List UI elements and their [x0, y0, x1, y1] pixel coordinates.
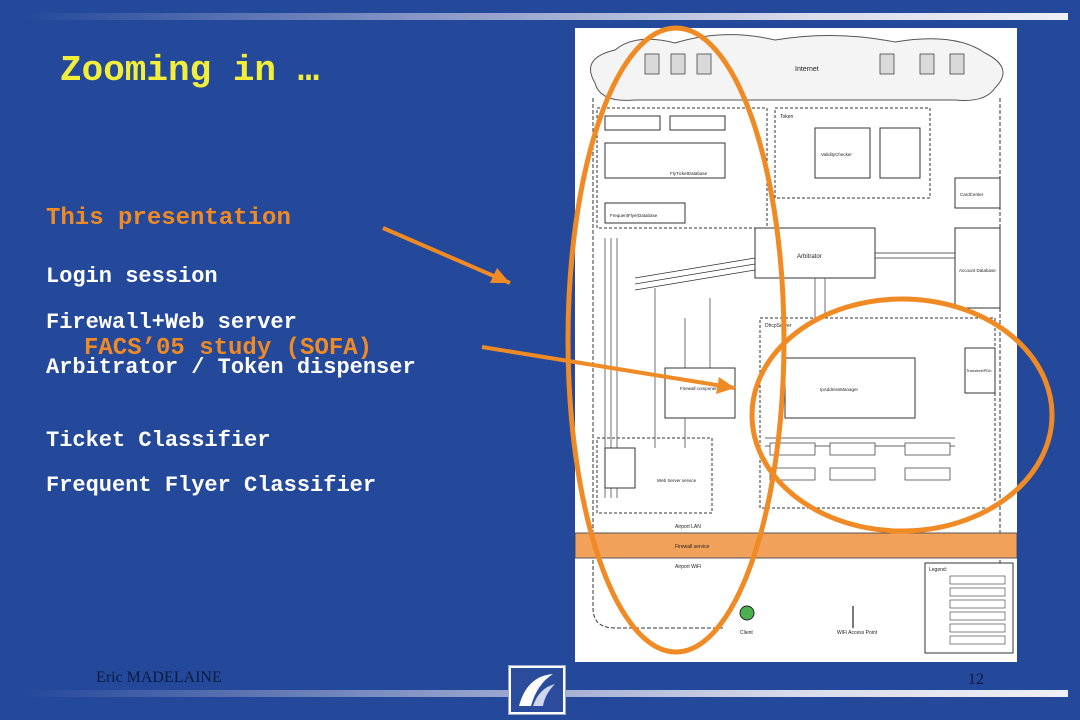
list-item-arbitrator: Arbitrator / Token dispenser — [46, 355, 416, 380]
institution-logo — [508, 665, 566, 715]
server-icons — [644, 53, 965, 75]
svg-text:Firewall service: Firewall service — [675, 544, 710, 550]
svg-text:FlyTicketDatabase: FlyTicketDatabase — [670, 171, 708, 176]
svg-text:IpAddressManager: IpAddressManager — [820, 387, 859, 392]
svg-text:CardCenter: CardCenter — [960, 192, 984, 197]
internet-cloud — [590, 34, 1004, 101]
svg-text:Web Server service: Web Server service — [657, 478, 697, 483]
svg-text:Account Database: Account Database — [959, 268, 996, 273]
arrow-facs — [481, 345, 736, 390]
client-icon — [739, 605, 755, 621]
svg-text:ValidityChecker: ValidityChecker — [821, 152, 852, 157]
footer-author: Eric MADELAINE — [96, 669, 222, 686]
slide-title: Zooming in … — [60, 50, 320, 91]
svg-text:Client: Client — [740, 630, 753, 636]
svg-text:Airport WiFi: Airport WiFi — [675, 564, 701, 570]
top-decor-bar — [22, 13, 1068, 20]
svg-text:Token: Token — [780, 114, 794, 120]
highlight-ellipse-right — [749, 296, 1055, 534]
list-item-firewall: Firewall+Web server — [46, 310, 297, 335]
svg-text:Arbitrator: Arbitrator — [797, 254, 822, 260]
svg-text:FrequentFlyerDatabase: FrequentFlyerDatabase — [610, 213, 658, 218]
page-number: 12 — [968, 671, 984, 688]
arrow-presentation — [382, 226, 511, 285]
list-item-ticket: Ticket Classifier — [46, 428, 271, 453]
list-item-login: Login session — [46, 264, 218, 289]
firewall-service-strip — [574, 532, 1018, 559]
svg-text:TransientIPDb: TransientIPDb — [966, 368, 992, 373]
facs-study-label: FACS’05 study (SOFA) — [84, 335, 373, 362]
architecture-diagram: Internet FlyTicketDatabase FrequentFlyer… — [574, 28, 1018, 662]
cloud-label: Internet — [795, 66, 819, 73]
list-item-frequent-flyer: Frequent Flyer Classifier — [46, 473, 377, 498]
svg-text:Airport LAN: Airport LAN — [675, 524, 701, 530]
presentation-subhead: This presentation — [46, 205, 291, 232]
svg-text:WiFi Access Point: WiFi Access Point — [837, 630, 878, 636]
svg-text:DhcpServer: DhcpServer — [765, 323, 792, 329]
svg-text:Firewall component: Firewall component — [680, 386, 720, 391]
highlight-ellipse-left — [565, 25, 787, 655]
svg-text:Legend:: Legend: — [929, 567, 947, 573]
